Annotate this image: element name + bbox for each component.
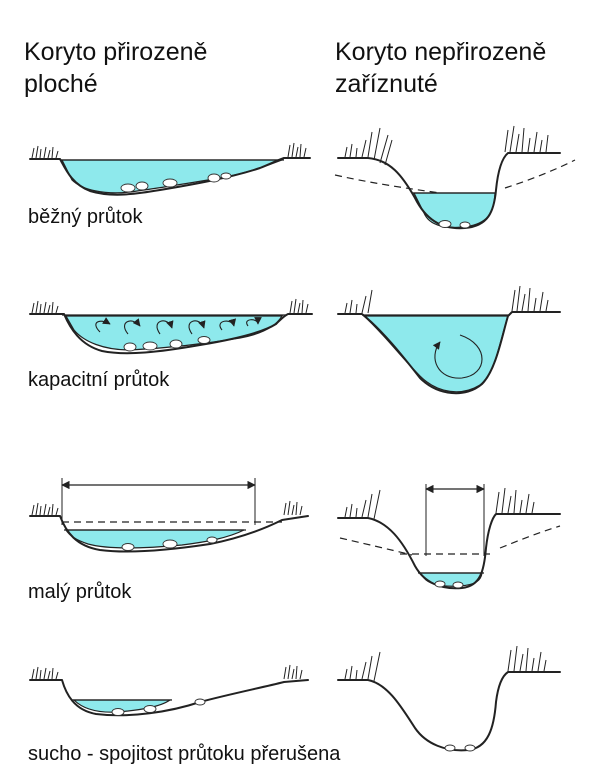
incised-channel-low-flow <box>338 484 560 588</box>
label-capacity-flow: kapacitní průtok <box>28 368 169 392</box>
label-normal-flow: běžný průtok <box>28 205 143 229</box>
flat-channel-drought <box>30 665 308 716</box>
incised-channel-capacity-flow <box>338 286 560 393</box>
flat-channel-capacity-flow <box>30 299 312 353</box>
incised-channel-drought <box>338 646 560 751</box>
flat-channel-normal-flow <box>30 143 310 195</box>
label-drought: sucho - spojitost průtoku přerušena <box>28 742 340 766</box>
incised-channel-normal-flow <box>335 126 575 228</box>
flat-channel-low-flow <box>30 478 308 552</box>
label-low-flow: malý průtok <box>28 580 131 604</box>
